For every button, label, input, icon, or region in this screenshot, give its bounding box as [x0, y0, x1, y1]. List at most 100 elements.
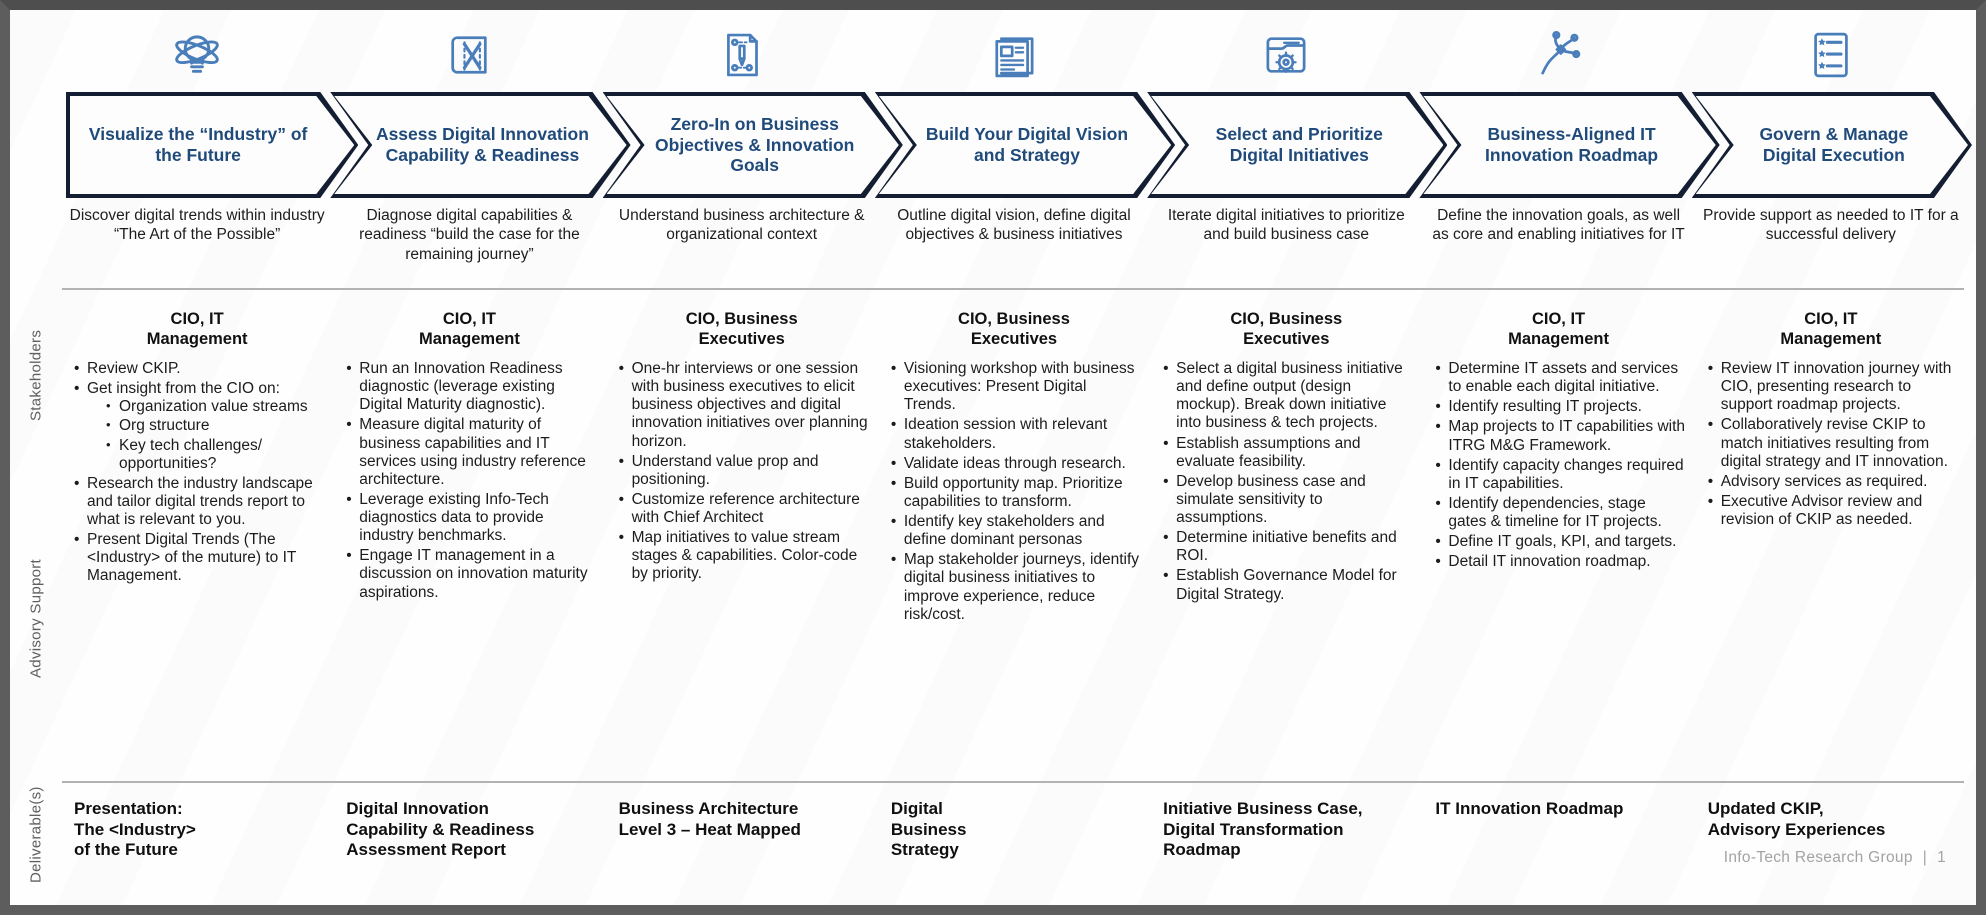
advisory-bullet: Executive Advisor review and revision of…	[1706, 493, 1958, 529]
stakeholders-header: CIO, IT Management	[418, 310, 520, 348]
phase-column: Visualize the “Industry” of the Future D…	[66, 18, 328, 901]
advisory-bullet: Identify resulting IT projects.	[1433, 398, 1685, 416]
advisory-bullet: Select a digital business initiative and…	[1161, 360, 1413, 433]
advisory-bullet-list: Review IT innovation journey with CIO, p…	[1700, 360, 1962, 785]
newspaper-icon	[883, 18, 1145, 92]
stakeholders-header: CIO, IT Management	[1780, 310, 1882, 348]
advisory-bullet-list: Determine IT assets and services to enab…	[1427, 360, 1689, 785]
deliverable-text: Digital Business Strategy	[890, 799, 967, 860]
phase-description: Understand business architecture & organ…	[618, 207, 865, 244]
advisory-bullet: Define IT goals, KPI, and targets.	[1433, 533, 1685, 551]
advisory-bullet: Identify capacity changes required in IT…	[1433, 457, 1685, 493]
row-label-stakeholders: Stakeholders	[27, 329, 45, 422]
advisory-bullet: Develop business case and simulate sensi…	[1161, 473, 1413, 527]
stakeholders-header: CIO, Business Executives	[958, 310, 1070, 348]
phase-description: Diagnose digital capabilities & readines…	[359, 207, 580, 263]
advisory-bullet: Identify dependencies, stage gates & tim…	[1433, 495, 1685, 531]
row-label-advisory-support: Advisory Support	[27, 558, 45, 678]
advisory-bullet: Establish Governance Model for Digital S…	[1161, 567, 1413, 603]
slide: Stakeholders Advisory Support Deliverabl…	[10, 10, 1976, 905]
advisory-bullet-list: Review CKIP. Get insight from the CIO on:…	[66, 360, 328, 785]
bulb-orbit-icon	[66, 18, 328, 92]
advisory-bullet: Map projects to IT capabilities with ITR…	[1433, 418, 1685, 454]
deliverable-text: IT Innovation Roadmap	[1435, 799, 1624, 818]
phase-chevron: Select and Prioritize Digital Initiative…	[1147, 92, 1447, 198]
advisory-bullet: Research the industry landscape and tail…	[72, 475, 324, 529]
phase-description: Discover digital trends within industry …	[69, 207, 325, 244]
phase-chevron: Zero-In on Business Objectives & Innovat…	[603, 92, 903, 198]
advisory-bullet: Understand value prop and positioning.	[617, 453, 869, 489]
footer-brand: Info-Tech Research Group	[1723, 849, 1913, 866]
advisory-bullet: Collaboratively revise CKIP to match ini…	[1706, 416, 1958, 470]
advisory-bullet: Visioning workshop with business executi…	[889, 360, 1141, 414]
advisory-bullet: Detail IT innovation roadmap.	[1433, 553, 1685, 571]
advisory-bullet: One-hr interviews or one session with bu…	[617, 360, 869, 451]
phase-column: Business-Aligned IT Innovation Roadmap D…	[1427, 18, 1689, 901]
phase-chevron: Build Your Digital Vision and Strategy	[875, 92, 1175, 198]
phase-title: Visualize the “Industry” of the Future	[88, 124, 308, 165]
phase-title: Build Your Digital Vision and Strategy	[925, 124, 1129, 165]
phase-columns-grid: Visualize the “Industry” of the Future D…	[66, 18, 1962, 901]
advisory-bullet: Review CKIP.	[72, 360, 324, 378]
blueprint-map-icon	[338, 18, 600, 92]
advisory-bullet-list: Select a digital business initiative and…	[1155, 360, 1417, 785]
deliverable-text: Updated CKIP, Advisory Experiences	[1707, 799, 1886, 839]
advisory-bullet: Engage IT management in a discussion on …	[344, 547, 596, 601]
deliverable-text: Initiative Business Case, Digital Transf…	[1163, 799, 1363, 860]
advisory-sub-bullet: Organization value streams	[105, 398, 324, 416]
separator-line-top	[62, 288, 1964, 290]
advisory-bullet: Present Digital Trends (The <Industry> o…	[72, 531, 324, 585]
phase-column: Assess Digital Innovation Capability & R…	[338, 18, 600, 901]
chevron-fill	[1151, 96, 1443, 194]
phase-description: Define the innovation goals, as well as …	[1432, 207, 1685, 244]
chevron-fill	[879, 96, 1171, 194]
advisory-bullet: Identify key stakeholders and define dom…	[889, 513, 1141, 549]
phase-title: Zero-In on Business Objectives & Innovat…	[655, 114, 855, 176]
phase-title: Assess Digital Innovation Capability & R…	[375, 124, 589, 165]
advisory-bullet: Map initiatives to value stream stages &…	[617, 529, 869, 583]
advisory-bullet: Measure digital maturity of business cap…	[344, 416, 596, 489]
advisory-sub-bullet: Key tech challenges/ opportunities?	[105, 437, 324, 473]
checklist-stars-icon	[1700, 18, 1962, 92]
chevron-fill	[1423, 96, 1715, 194]
footer-separator: |	[1922, 849, 1928, 866]
advisory-bullet: Review IT innovation journey with CIO, p…	[1706, 360, 1958, 414]
footer-page-number: 1	[1937, 849, 1946, 866]
advisory-bullet: Build opportunity map. Prioritize capabi…	[889, 475, 1141, 511]
phase-chevron: Visualize the “Industry” of the Future	[66, 92, 358, 198]
deliverable-text: Digital Innovation Capability & Readines…	[346, 799, 535, 860]
advisory-bullet: Advisory services as required.	[1706, 473, 1958, 491]
row-label-deliverables: Deliverable(s)	[27, 786, 45, 884]
plan-document-icon	[611, 18, 873, 92]
advisory-bullet-list: Run an Innovation Readiness diagnostic (…	[338, 360, 600, 785]
stakeholders-header: CIO, Business Executives	[1230, 310, 1343, 348]
phase-column: Govern & Manage Digital Execution Provid…	[1700, 18, 1962, 901]
phase-chevron: Business-Aligned IT Innovation Roadmap	[1419, 92, 1719, 198]
phase-column: Zero-In on Business Objectives & Innovat…	[611, 18, 873, 901]
advisory-bullet: Ideation session with relevant stakehold…	[889, 416, 1141, 452]
advisory-bullet: Determine initiative benefits and ROI.	[1161, 529, 1413, 565]
phase-chevron: Govern & Manage Digital Execution	[1692, 92, 1972, 198]
phase-title: Govern & Manage Digital Execution	[1759, 124, 1909, 165]
phase-description: Provide support as needed to IT for a su…	[1703, 207, 1959, 244]
stakeholders-header: CIO, Business Executives	[685, 310, 798, 348]
advisory-bullet: Leverage existing Info-Tech diagnostics …	[344, 491, 596, 545]
phase-description: Outline digital vision, define digital o…	[897, 207, 1131, 244]
curve-nodes-icon	[1427, 18, 1689, 92]
advisory-sub-list: Organization value streamsOrg structureK…	[87, 398, 324, 473]
chevron-fill	[1696, 96, 1968, 194]
advisory-bullet: Run an Innovation Readiness diagnostic (…	[344, 360, 596, 414]
folder-gear-icon	[1155, 18, 1417, 92]
slide-footer: Info-Tech Research Group | 1	[1724, 849, 1946, 867]
phase-title: Select and Prioritize Digital Initiative…	[1215, 124, 1383, 165]
advisory-bullet: Get insight from the CIO on:Organization…	[72, 380, 324, 473]
separator-line-bottom	[62, 781, 1964, 783]
deliverable-text: Business Architecture Level 3 – Heat Map…	[618, 799, 801, 839]
advisory-bullet: Establish assumptions and evaluate feasi…	[1161, 435, 1413, 471]
advisory-bullet: Determine IT assets and services to enab…	[1433, 360, 1685, 396]
phase-column: Build Your Digital Vision and Strategy O…	[883, 18, 1145, 901]
stakeholders-header: CIO, IT Management	[146, 310, 248, 348]
advisory-bullet: Map stakeholder journeys, identify digit…	[889, 551, 1141, 624]
advisory-bullet: Validate ideas through research.	[889, 455, 1141, 473]
